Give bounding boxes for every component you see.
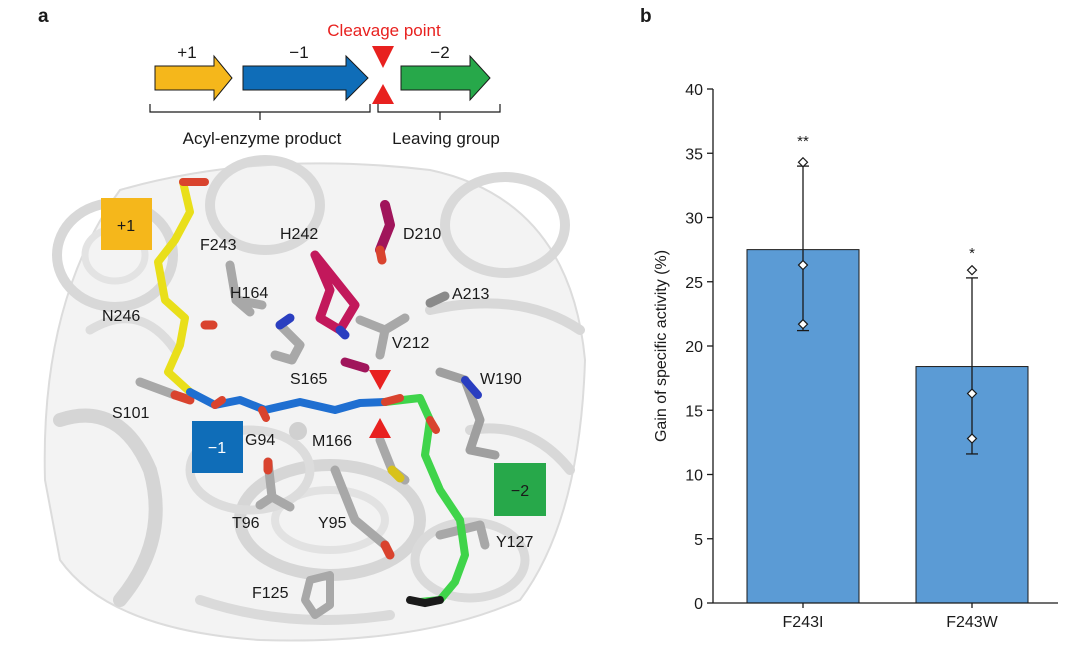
y-tick-label: 0 [694, 596, 703, 613]
panel-b-letter: b [640, 6, 652, 27]
y-tick-label: 40 [685, 82, 703, 99]
box-plus1 [101, 198, 152, 250]
data-point [797, 156, 809, 168]
box-minus2 [494, 463, 546, 516]
x-tick-label: F243I [783, 614, 824, 631]
acyl-bracket [149, 104, 371, 120]
cleavage-point-label: Cleavage point [327, 21, 441, 40]
residue-sticks [135, 260, 500, 619]
residue-label: G94 [245, 432, 275, 449]
y-tick-label: 30 [685, 211, 703, 228]
residue-label: W190 [480, 371, 522, 388]
subsite-plus1-arrow [154, 54, 233, 102]
catalytic-residues [310, 200, 395, 373]
y-tick-label: 10 [685, 468, 703, 485]
structure-cleavage-top [369, 370, 391, 390]
y-tick-label: 35 [685, 146, 703, 163]
residue-label: M166 [312, 433, 352, 450]
y-tick-label: 20 [685, 339, 703, 356]
significance-label: ** [797, 133, 809, 150]
subsite-minus2-arrow [400, 54, 491, 102]
residue-label: N246 [102, 308, 140, 325]
residue-label: Y95 [318, 515, 347, 532]
panel-a-letter: a [38, 6, 49, 27]
data-point [966, 388, 978, 399]
residue-label: F243 [200, 237, 237, 254]
data-point [797, 259, 809, 271]
y-tick-label: 15 [685, 403, 703, 420]
residue-label: A213 [452, 286, 489, 303]
cleavage-triangle-top [372, 46, 394, 68]
x-tick-label: F243W [946, 614, 998, 631]
residue-label: S101 [112, 405, 149, 422]
box-plus1-label: +1 [117, 218, 135, 235]
panel-a-structure: Cleavage point +1 −1 −2 Acyl-enzyme prod… [43, 21, 587, 642]
ligand-plus1 [154, 178, 194, 396]
significance-label: * [969, 245, 975, 262]
data-point [797, 318, 809, 330]
leaving-bracket [377, 104, 501, 120]
box-minus1 [192, 421, 243, 473]
data-point [966, 433, 978, 444]
y-tick-label: 5 [694, 532, 703, 549]
box-minus2-label: −2 [511, 483, 529, 500]
cleavage-triangle-bottom [372, 84, 394, 104]
y-axis-label: Gain of specific activity (%) [653, 250, 670, 442]
residue-label: H242 [280, 226, 318, 243]
subsite-plus1-label: +1 [177, 43, 196, 62]
residue-label: V212 [392, 335, 429, 352]
structure-cleavage-bottom [369, 418, 391, 438]
ligand-minus2 [381, 394, 469, 606]
subsite-minus1-label: −1 [289, 43, 308, 62]
panel-b-chart: Gain of specific activity (%) 0 5 10 15 20 25… [653, 82, 1058, 631]
residue-label: T96 [232, 515, 260, 532]
box-minus1-label: −1 [208, 440, 226, 457]
y-tick-label: 25 [685, 275, 703, 292]
residue-label: S165 [290, 371, 327, 388]
acyl-enzyme-product-label: Acyl-enzyme product [183, 129, 342, 148]
subsite-minus1-arrow [242, 54, 369, 102]
leaving-group-label: Leaving group [392, 129, 500, 148]
residue-label: F125 [252, 585, 289, 602]
data-point [966, 264, 978, 276]
residue-label: Y127 [496, 534, 533, 551]
residue-label: D210 [403, 226, 441, 243]
subsite-minus2-label: −2 [430, 43, 449, 62]
residue-label: H164 [230, 285, 268, 302]
